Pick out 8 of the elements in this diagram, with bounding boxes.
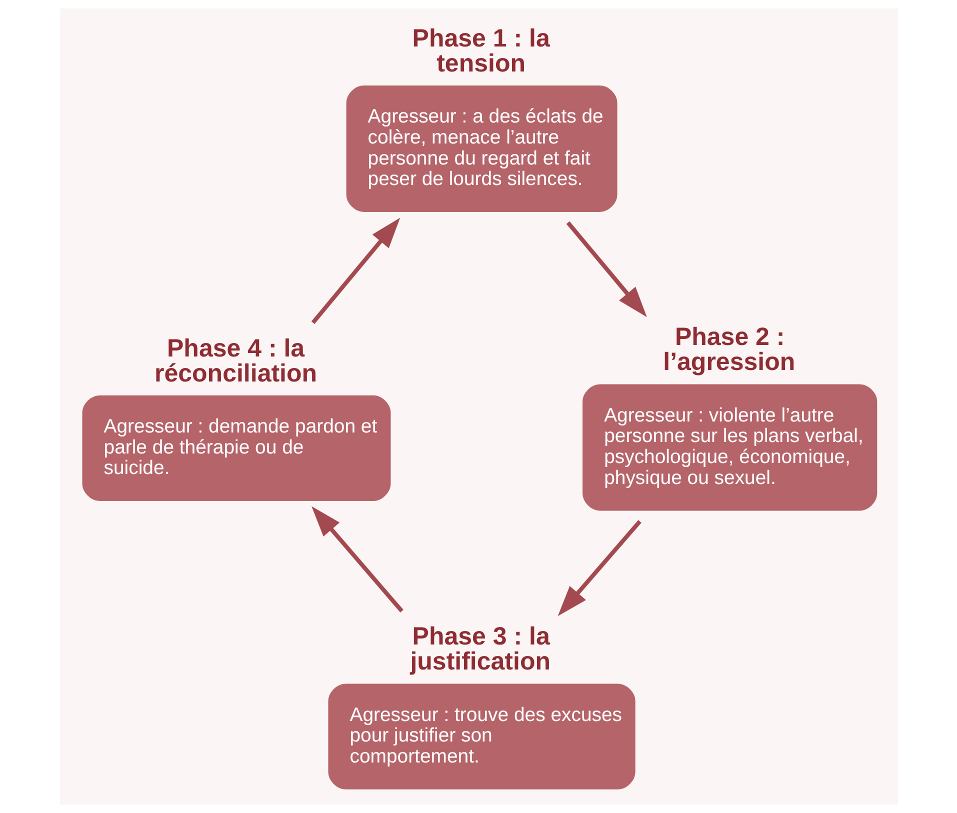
arrow xyxy=(557,520,641,616)
arrow xyxy=(310,218,400,324)
arrow xyxy=(566,221,646,318)
node-label: Phase 4 : la réconciliation xyxy=(154,334,317,388)
node-label: Phase 3 : la justification xyxy=(410,622,550,676)
node-label: Phase 2 : l’agression xyxy=(662,323,795,376)
arrow xyxy=(311,506,403,613)
node-label: Phase 1 : la tension xyxy=(412,24,550,78)
